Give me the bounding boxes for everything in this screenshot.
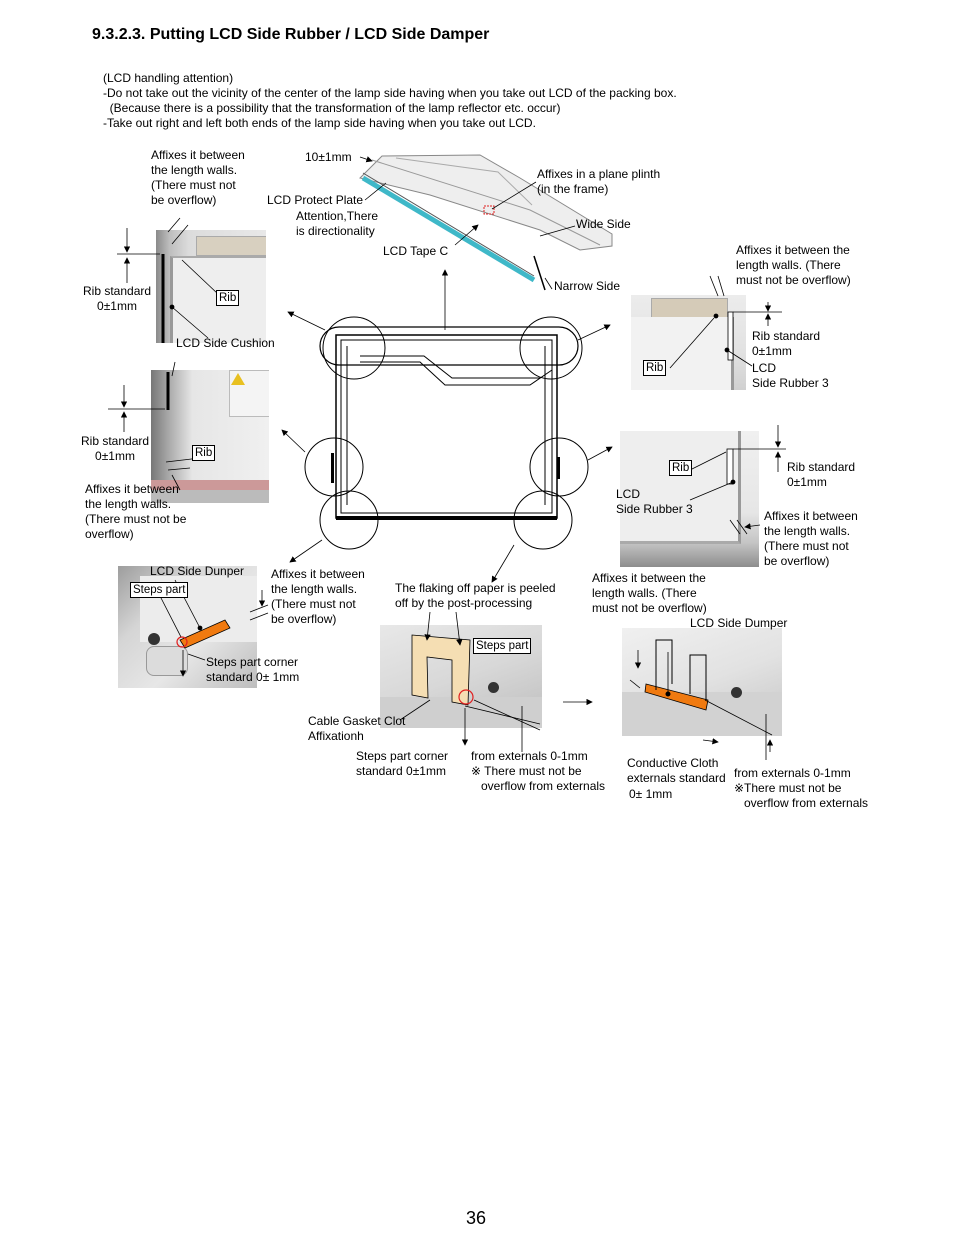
bc-gasket (411, 634, 474, 706)
label-mr-rib: Rib (669, 460, 693, 476)
photo-bottom-right (622, 628, 782, 736)
label-tr-side-rubber-3: LCD Side Rubber 3 (752, 361, 829, 390)
label-conductive-cloth: Conductive Cloth externals standard (627, 756, 726, 785)
label-narrow-side: Narrow Side (554, 279, 621, 293)
label-mr-rib-standard: Rib standard 0±1mm (787, 460, 856, 489)
label-lcd-side-dunper: LCD Side Dunper (150, 564, 245, 578)
label-tl-affixes: Affixes it between the length walls. (Th… (151, 148, 245, 207)
label-tr-rib-standard: Rib standard 0±1mm (752, 329, 821, 358)
label-mr-side-rubber-3: LCD Side Rubber 3 (616, 487, 693, 516)
page-number: 36 (466, 1208, 487, 1228)
lcd-tape-c-strip (361, 175, 536, 283)
photo-mid-left (151, 370, 269, 503)
label-10mm: 10±1mm (305, 150, 352, 164)
note-line-2: -Do not take out the vicinity of the cen… (103, 86, 677, 100)
label-ml-rib: Rib (192, 445, 216, 461)
lcd-edge-perspective (359, 154, 613, 291)
label-bl-affixes: Affixes it between the length walls. (Th… (271, 567, 365, 626)
photo-mid-right (620, 431, 759, 567)
label-attention-directionality: Attention,There is directionality (296, 209, 379, 238)
label-bl-steps-part: Steps part (130, 582, 189, 598)
label-lcd-protect-plate: LCD Protect Plate (267, 193, 364, 207)
lcd-panel-front (304, 316, 589, 550)
br-damper (644, 683, 709, 711)
label-br-externals: from externals 0-1mm ※There must not be … (734, 766, 869, 810)
label-tl-rib: Rib (216, 290, 240, 306)
note-line-3: (Because there is a possibility that the… (103, 101, 561, 115)
bl-damper (176, 619, 231, 649)
label-wide-side: Wide Side (576, 217, 631, 231)
label-flaking-paper: The flaking off paper is peeled off by t… (395, 581, 556, 610)
label-lcd-tape-c: LCD Tape C (383, 244, 449, 258)
label-lcd-side-dumper: LCD Side Dumper (690, 616, 788, 630)
note-line-1: (LCD handling attention) (103, 71, 234, 85)
label-ml-affixes: Affixes it between the length walls. (Th… (85, 482, 187, 541)
label-tl-rib-standard: Rib standard 0±1mm (83, 284, 152, 313)
label-conductive-cloth-standard: 0± 1mm (629, 787, 673, 801)
label-tr-rib: Rib (643, 360, 667, 376)
label-bc-corner-standard: Steps part corner standard 0±1mm (356, 749, 449, 778)
label-cable-gasket: Cable Gasket Clot Affixationh (308, 714, 406, 743)
label-ml-rib-standard: Rib standard 0±1mm (81, 434, 150, 463)
label-bc-steps-part: Steps part (473, 638, 532, 654)
label-bc-externals: from externals 0-1mm ※ There must not be… (471, 749, 606, 793)
label-br-affixes: Affixes it between the length walls. (Th… (592, 571, 707, 615)
label-plane-plinth: Affixes in a plane plinth (in the frame) (537, 167, 661, 196)
label-lcd-side-cushion: LCD Side Cushion (176, 336, 275, 350)
leader-arrows (281, 156, 613, 706)
label-mr-affixes: Affixes it between the length walls. (Th… (764, 509, 858, 568)
note-line-4: -Take out right and left both ends of th… (103, 116, 536, 130)
label-bl-corner-standard: Steps part corner standard 0± 1mm (206, 655, 300, 684)
label-tr-affixes: Affixes it between the length walls. (Th… (736, 243, 851, 287)
section-heading: 9.3.2.3. Putting LCD Side Rubber / LCD S… (92, 26, 490, 43)
